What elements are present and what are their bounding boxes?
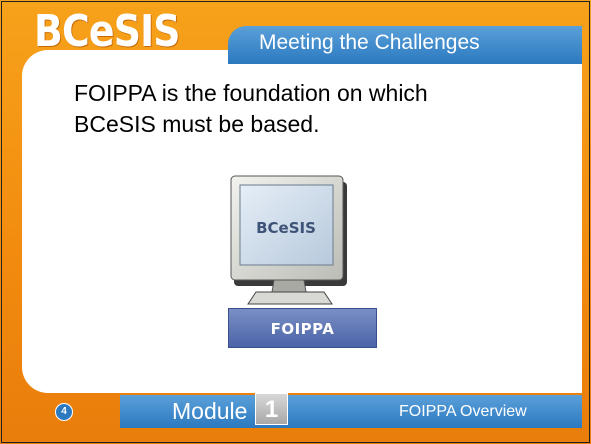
monitor-neck [271, 279, 307, 293]
page-number-badge: 4 [55, 403, 73, 421]
footer-subtitle: FOIPPA Overview [399, 403, 527, 420]
bcesis-logo: BCeSIS [34, 6, 181, 57]
screen-label: BCeSIS [256, 219, 316, 237]
body-text: FOIPPA is the foundation on which BCeSIS… [74, 80, 428, 137]
module-label: Module [172, 398, 248, 424]
slide-title: Meeting the Challenges [228, 26, 582, 64]
computer-monitor-icon: BCeSIS [230, 175, 347, 305]
monitor-screen [239, 184, 334, 266]
foippa-foundation-block: FOIPPA [228, 308, 377, 348]
footer-bar [120, 395, 582, 428]
module-number-badge: 1 [255, 393, 288, 425]
monitor-stand [247, 291, 333, 305]
